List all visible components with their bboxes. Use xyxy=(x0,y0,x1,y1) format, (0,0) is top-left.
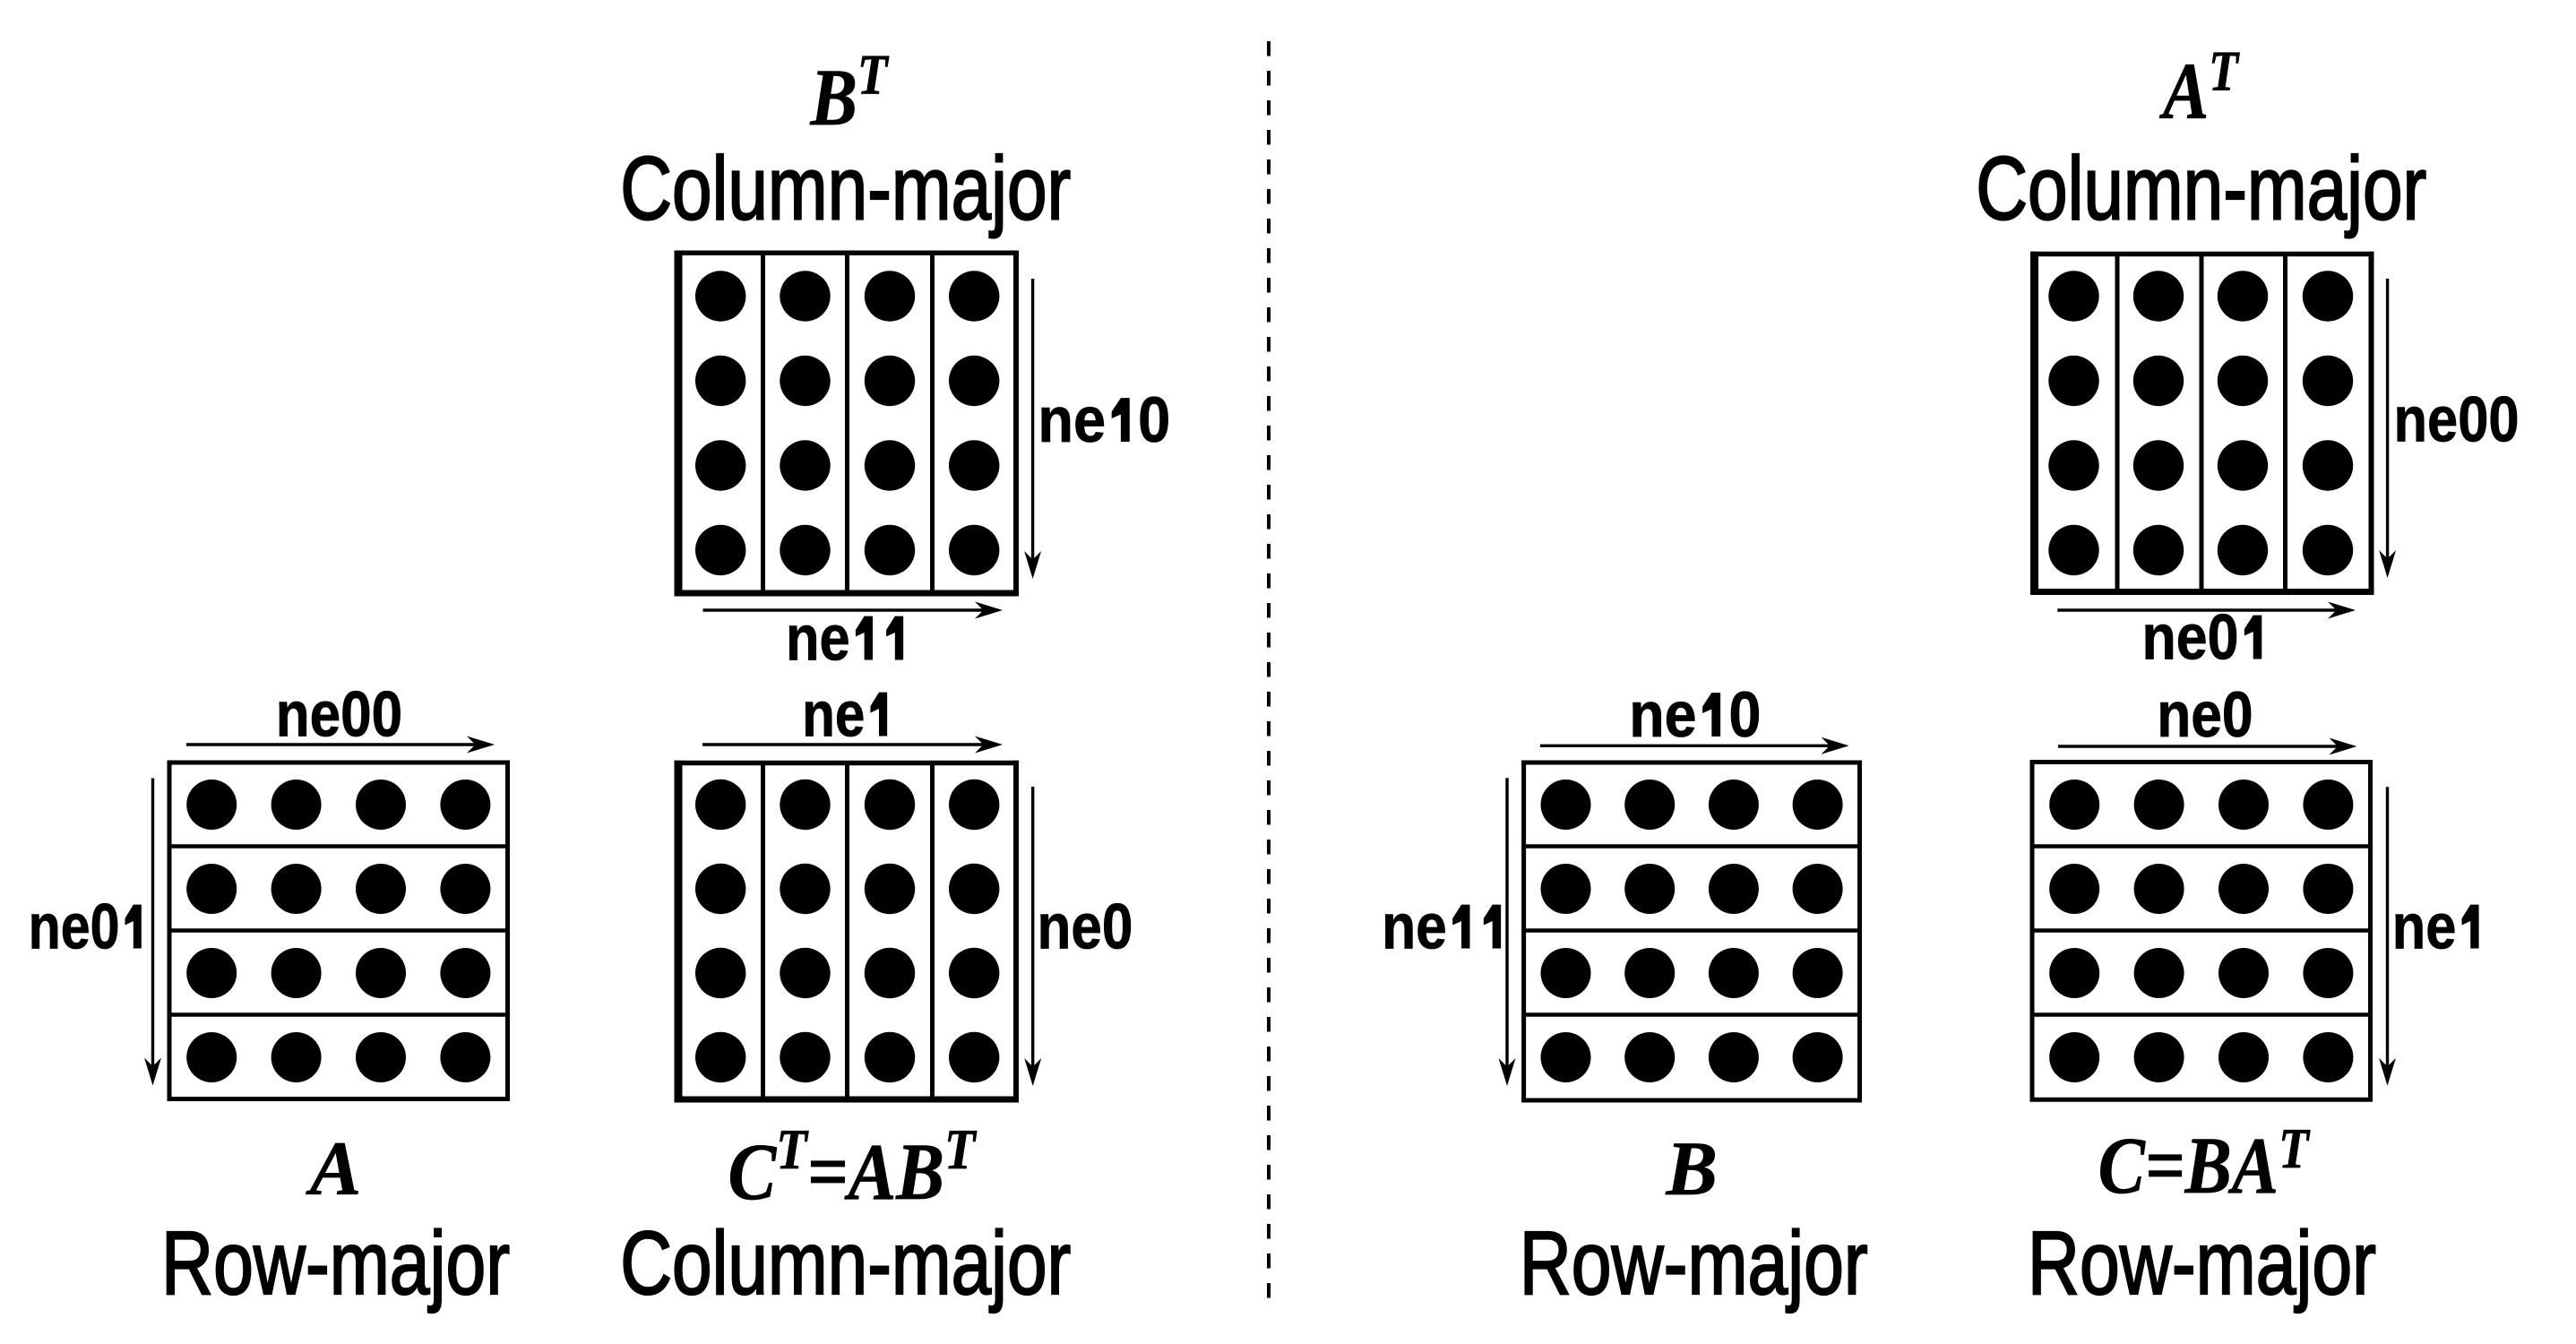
svg-text:0: 0 xyxy=(1728,680,1761,750)
svg-text:0: 0 xyxy=(1138,384,1170,455)
svg-text:ne: ne xyxy=(1382,892,1447,963)
svg-text:ne0: ne0 xyxy=(2141,602,2238,674)
svg-text:ne0: ne0 xyxy=(2157,680,2253,751)
svg-text:Column-major: Column-major xyxy=(1976,139,2426,239)
svg-text:B: B xyxy=(1666,1125,1718,1211)
svg-text:CT=ABT: CT=ABT xyxy=(728,1118,978,1217)
svg-text:Column-major: Column-major xyxy=(620,1213,1071,1314)
svg-text:ne: ne xyxy=(786,603,850,674)
svg-text:Row-major: Row-major xyxy=(161,1213,510,1314)
svg-text:ne: ne xyxy=(802,678,865,750)
svg-text:ne0: ne0 xyxy=(29,891,120,961)
svg-text:Column-major: Column-major xyxy=(620,139,1071,239)
svg-text:ne: ne xyxy=(1038,384,1106,455)
svg-text:Row-major: Row-major xyxy=(1520,1213,1868,1314)
svg-text:ne00: ne00 xyxy=(2394,384,2520,455)
svg-text:ne: ne xyxy=(1629,680,1696,750)
svg-text:ne00: ne00 xyxy=(276,680,402,751)
svg-text:C=BAT: C=BAT xyxy=(2098,1117,2311,1210)
svg-text:A: A xyxy=(306,1125,361,1211)
svg-text:ne: ne xyxy=(2392,892,2457,962)
svg-text:Row-major: Row-major xyxy=(2028,1213,2376,1314)
svg-text:ne0: ne0 xyxy=(1038,892,1133,963)
